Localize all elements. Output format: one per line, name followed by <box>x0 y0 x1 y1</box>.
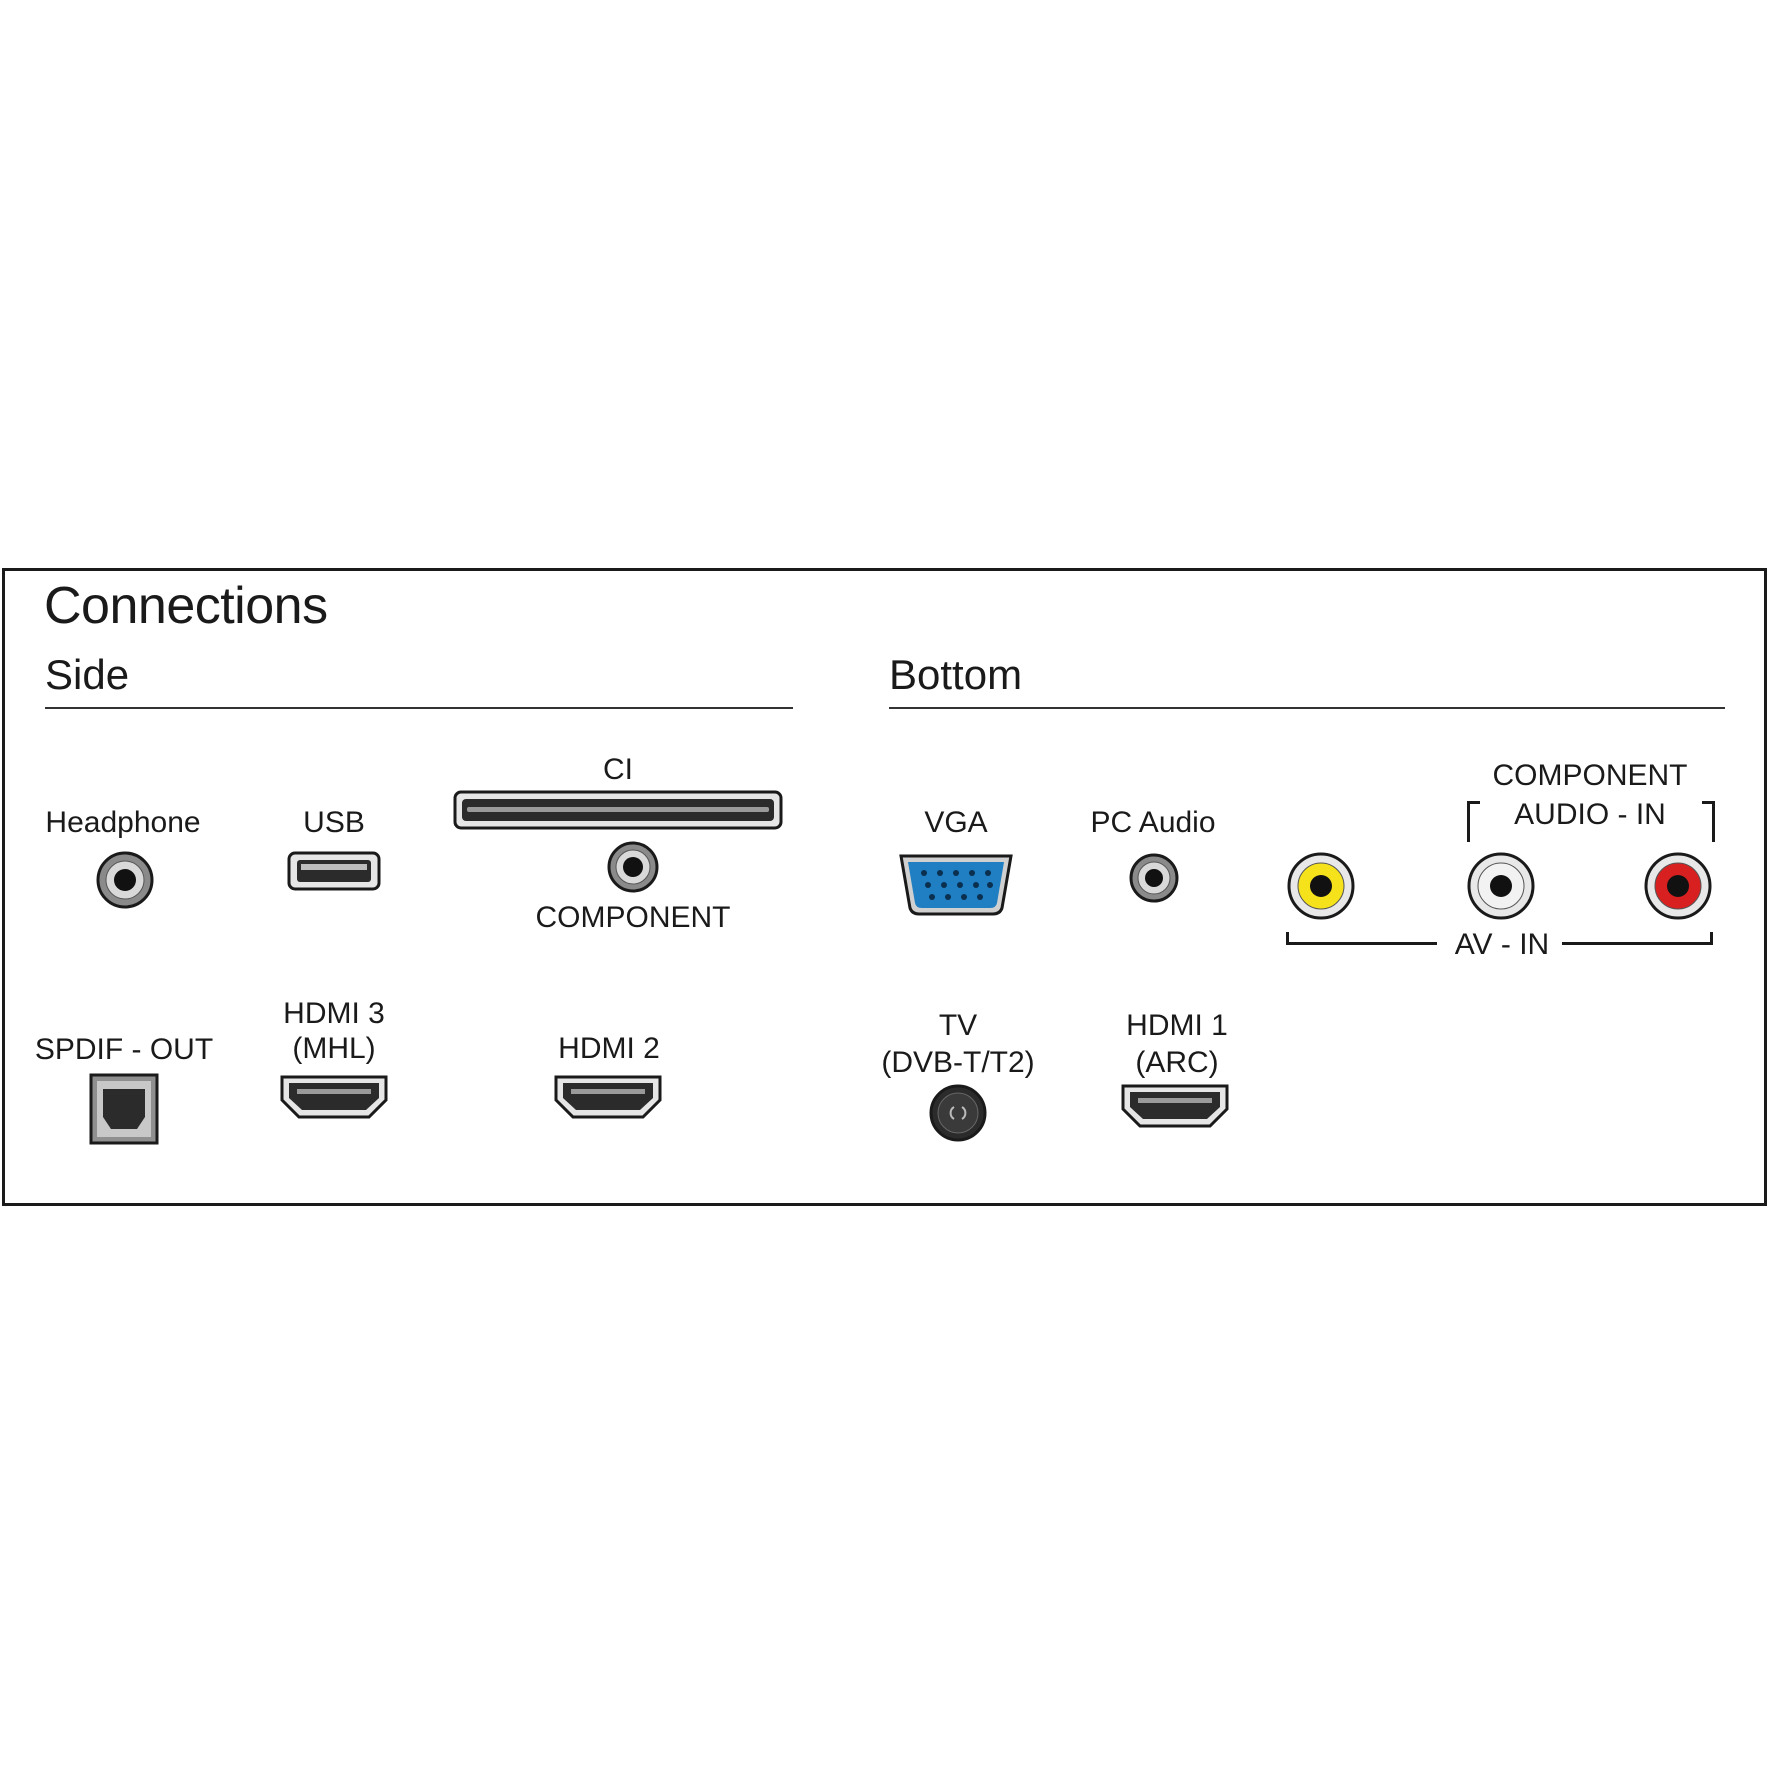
bottom-divider <box>889 707 1725 709</box>
ci-label: CI <box>603 753 633 786</box>
component-audio-bracket-left <box>1467 801 1480 842</box>
hdmi3-label-line1: HDMI 3 <box>283 997 385 1030</box>
section-side-title: Side <box>45 651 130 698</box>
hdmi-port-icon <box>1121 1084 1229 1128</box>
vga-port-icon <box>899 854 1013 916</box>
headphone-jack-icon <box>96 851 154 909</box>
rca-jack-icon <box>1467 852 1535 920</box>
usb-label: USB <box>303 806 365 839</box>
section-bottom-title: Bottom <box>889 651 1023 698</box>
av-in-label: AV - IN <box>1454 928 1550 961</box>
av-in-bracket-right <box>1562 932 1713 945</box>
pc-audio-label: PC Audio <box>1090 806 1216 839</box>
component-audio-label-line2: AUDIO - IN <box>1514 798 1666 831</box>
av-in-bracket-left <box>1286 932 1437 945</box>
hdmi-port-icon <box>554 1075 662 1119</box>
hdmi3-label-line2: (MHL) <box>292 1032 376 1065</box>
side-divider <box>45 707 793 709</box>
component-jack-icon <box>607 841 659 893</box>
audio-jack-icon <box>1129 853 1179 903</box>
rca-jack-icon <box>1287 852 1355 920</box>
hdmi2-label: HDMI 2 <box>558 1032 660 1065</box>
optical-port-icon <box>89 1073 159 1145</box>
component-audio-bracket-right <box>1702 801 1715 842</box>
coax-port-icon <box>929 1084 987 1142</box>
tv-label-line2: (DVB-T/T2) <box>881 1046 1035 1079</box>
vga-label: VGA <box>924 806 988 839</box>
hdmi-port-icon <box>280 1075 388 1119</box>
ci-slot-icon <box>453 790 783 830</box>
hdmi1-label-line1: HDMI 1 <box>1126 1009 1228 1042</box>
headphone-label: Headphone <box>45 806 201 839</box>
tv-label-line1: TV <box>938 1009 978 1042</box>
page-title: Connections <box>44 577 328 635</box>
usb-port-icon <box>287 851 381 891</box>
hdmi1-label-line2: (ARC) <box>1135 1046 1219 1079</box>
spdif-out-label: SPDIF - OUT <box>34 1033 214 1066</box>
component-label: COMPONENT <box>535 901 731 934</box>
rca-jack-icon <box>1644 852 1712 920</box>
connections-panel <box>2 568 1767 1206</box>
component-audio-label-line1: COMPONENT <box>1492 759 1688 792</box>
